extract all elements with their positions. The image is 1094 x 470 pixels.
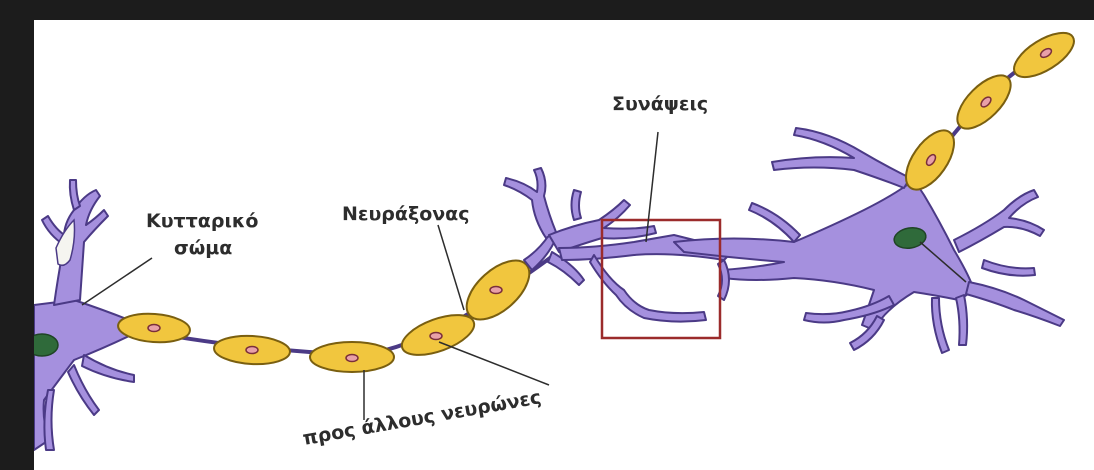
to-other-neurons-label: προς άλλους νευρώνες [301,386,543,450]
cell-body-label: Κυτταρικό [146,210,258,232]
cell-body-label-line2: σώμα [174,237,232,259]
right-neuron-icon [674,128,1064,353]
left-neuron-icon [34,180,134,450]
synapses-label: Συνάψεις [612,93,708,115]
axon-label: Νευράξονας [342,203,470,225]
nucleus-icon [34,334,58,356]
diagram-canvas: Κυτταρικό σώμα Νευράξονας Συνάψεις προς … [34,20,1094,470]
right-myelin-sheath-icon [897,24,1081,197]
neuron-diagram: Κυτταρικό σώμα Νευράξονας Συνάψεις προς … [34,20,1094,470]
myelin-sheath-icon [117,250,540,372]
